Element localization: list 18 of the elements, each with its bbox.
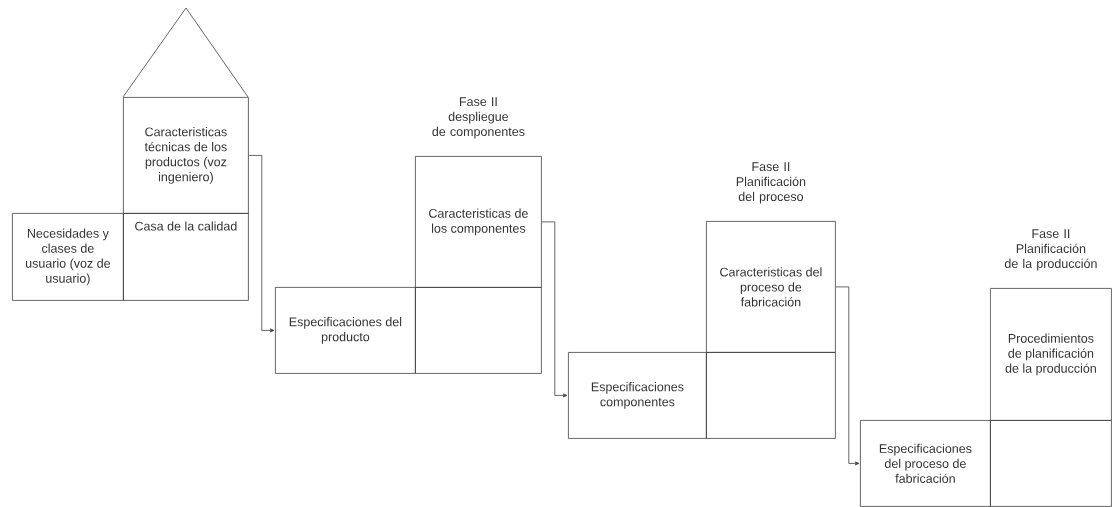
arrow <box>835 286 860 466</box>
matrix-cell: Caracteristicas técnicas de los productos (voz ingeniero) <box>123 97 249 214</box>
arrow <box>248 155 275 333</box>
phase-heading: Fase II despliegue de componentes <box>432 97 525 139</box>
matrix-cell: Caracteristicas del proceso de fabricación <box>706 221 836 353</box>
phase-heading: Fase II Planificación del proceso <box>736 162 806 204</box>
matrix-cell: Caracteristicas de los componentes <box>415 156 542 288</box>
arrow <box>541 221 568 398</box>
phase-heading: Fase II Planificación de la producción <box>1004 229 1097 271</box>
empty-box <box>706 352 836 439</box>
empty-box <box>415 287 542 374</box>
matrix-cell: Necesidades y clases de usuario (voz de usuario) <box>12 213 124 301</box>
matrix-cell: Casa de la calidad <box>123 213 249 301</box>
matrix-cell: Especificaciones del producto <box>275 287 416 374</box>
empty-box <box>990 420 1112 507</box>
matrix-cell: Especificaciones componentes <box>568 352 707 439</box>
matrix-cell: Procedimientos de planificación de la producción <box>990 288 1112 421</box>
matrix-cell: Especificaciones del proceso de fabricación <box>860 420 991 507</box>
